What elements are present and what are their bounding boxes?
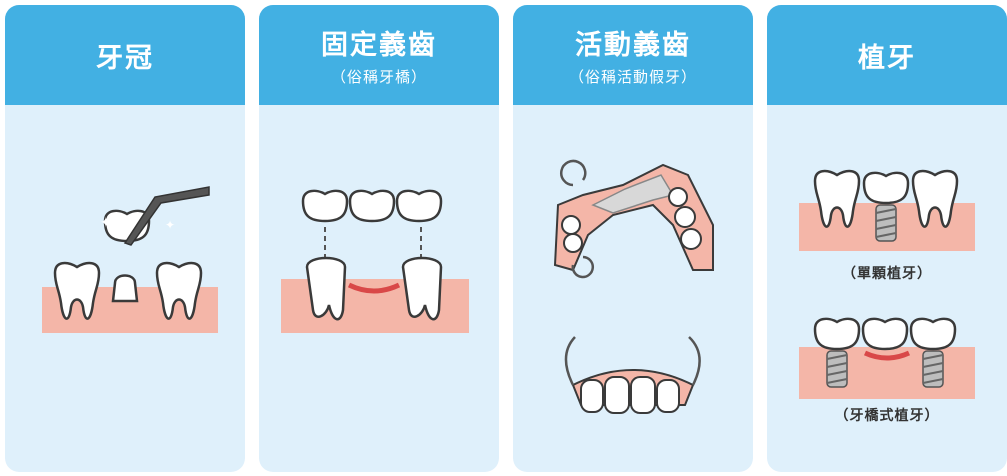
card-title: 活動義齒 bbox=[575, 30, 691, 61]
card-header: 牙冠 bbox=[5, 5, 245, 105]
card-crown: 牙冠 ✦ ✦ bbox=[5, 5, 245, 472]
card-title: 固定義齒 bbox=[321, 30, 437, 61]
card-header: 活動義齒 （俗稱活動假牙） bbox=[513, 5, 753, 105]
implant-illustration bbox=[799, 169, 975, 399]
card-title: 植牙 bbox=[858, 42, 916, 74]
bridge-illustration bbox=[281, 189, 469, 333]
caption-single-implant: （單顆植牙） bbox=[842, 266, 932, 282]
card-removable-denture: 活動義齒 （俗稱活動假牙） bbox=[513, 5, 753, 472]
card-subtitle: （俗稱牙橋） bbox=[330, 68, 427, 86]
card-title: 牙冠 bbox=[96, 42, 154, 74]
removable-denture-illustration bbox=[553, 159, 714, 414]
card-header: 固定義齒 （俗稱牙橋） bbox=[259, 5, 499, 105]
crown-illustration: ✦ ✦ bbox=[42, 186, 218, 333]
card-implant: 植牙 （單顆植牙） （牙橋式植牙） bbox=[767, 5, 1007, 472]
caption-bridge-implant: （牙橋式植牙） bbox=[834, 408, 940, 424]
svg-text:✦: ✦ bbox=[100, 215, 112, 231]
svg-text:✦: ✦ bbox=[165, 218, 175, 232]
card-fixed-denture: 固定義齒 （俗稱牙橋） bbox=[259, 5, 499, 472]
card-subtitle: （俗稱活動假牙） bbox=[568, 68, 697, 86]
card-header: 植牙 bbox=[767, 5, 1007, 105]
